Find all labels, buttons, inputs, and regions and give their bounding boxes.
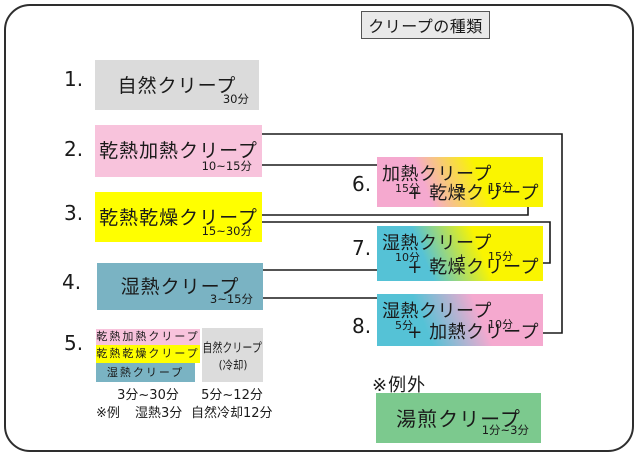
item-number-5: 5. [64, 331, 84, 355]
outer-frame [4, 4, 634, 452]
item-number-7: 7. [352, 236, 372, 260]
cooling-label: 自然クリープ [202, 340, 263, 355]
box-time: 10~15分 [201, 159, 252, 173]
box-moist-plus-drying-creep: 湿熱クリープ 10分 + 15分 + 乾燥クリープ [377, 226, 543, 281]
item-number-6: 6. [352, 172, 372, 196]
box-label: 乾熱乾燥クリープ [99, 207, 258, 229]
item-number-1: 1. [64, 67, 84, 91]
box-moist-heat-creep: 湿熱クリープ 3~15分 [97, 263, 263, 310]
layer-dry-heat-heating: 乾熱加熱クリープ [96, 329, 200, 345]
item-number-8: 8. [352, 314, 372, 338]
box-label: 自然クリープ [117, 75, 237, 97]
layers-time: 3分~30分 [117, 388, 179, 403]
box-natural-creep-cooling: 自然クリープ (冷却) [202, 328, 263, 382]
combo-second-label: + 乾燥クリープ [407, 257, 539, 278]
combo-first-label: 湿熱クリープ [382, 301, 492, 322]
box-heating-plus-drying-creep: 加熱クリープ 15分 + 15分 + 乾燥クリープ [377, 157, 543, 207]
example-cool: 自然冷却12分 [191, 406, 273, 421]
box-time: 30分 [222, 92, 249, 106]
box-label: 湿熱クリープ [120, 276, 240, 298]
box-moist-plus-heating-creep: 湿熱クリープ 5分 + 10分 + 加熱クリープ [377, 294, 543, 346]
example-wet: 湿熱3分 [135, 406, 183, 421]
box-time: 1分~3分 [481, 423, 529, 437]
box-dry-heat-heating-creep: 乾熱加熱クリープ 10~15分 [95, 125, 262, 177]
item-number-2: 2. [64, 137, 84, 161]
combo-second-label: + 加熱クリープ [407, 322, 539, 343]
layer-dry-heat-drying: 乾熱乾燥クリープ [96, 345, 200, 363]
box-natural-creep: 自然クリープ 30分 [95, 60, 259, 110]
combo-second-label: + 乾燥クリープ [407, 183, 539, 204]
plus-sign: + [457, 251, 467, 264]
item-number-4: 4. [62, 270, 82, 294]
combo-first-time: 15分 [395, 182, 420, 195]
plus-sign: + [457, 319, 467, 332]
cooling-sublabel: (冷却) [218, 358, 247, 372]
box-label: 湯煎クリープ [396, 407, 521, 431]
combo-second-time: 15分 [488, 181, 513, 194]
layer-moist-heat: 湿熱クリープ [96, 363, 195, 382]
page-title: クリープの種類 [361, 11, 490, 39]
plus-sign: + [457, 182, 467, 195]
box-time: 3~15分 [209, 292, 253, 306]
combo-first-label: 加熱クリープ [382, 164, 492, 185]
box-label: 乾熱加熱クリープ [99, 140, 258, 162]
exception-heading: ※例外 [372, 375, 427, 396]
page-title-text: クリープの種類 [368, 17, 483, 36]
box-time: 15~30分 [201, 224, 252, 238]
example-prefix: ※例 [96, 406, 120, 421]
box-dry-heat-drying-creep: 乾熱乾燥クリープ 15~30分 [95, 192, 262, 242]
cooling-time: 5分~12分 [201, 388, 263, 403]
combo-first-time: 10分 [395, 251, 420, 264]
combo-first-label: 湿熱クリープ [382, 233, 492, 254]
item-number-3: 3. [64, 201, 84, 225]
box-hot-water-bath-creep: 湯煎クリープ 1分~3分 [376, 393, 541, 443]
combo-second-time: 10分 [488, 318, 513, 331]
combo-first-time: 5分 [395, 319, 413, 332]
combo-second-time: 15分 [488, 250, 513, 263]
